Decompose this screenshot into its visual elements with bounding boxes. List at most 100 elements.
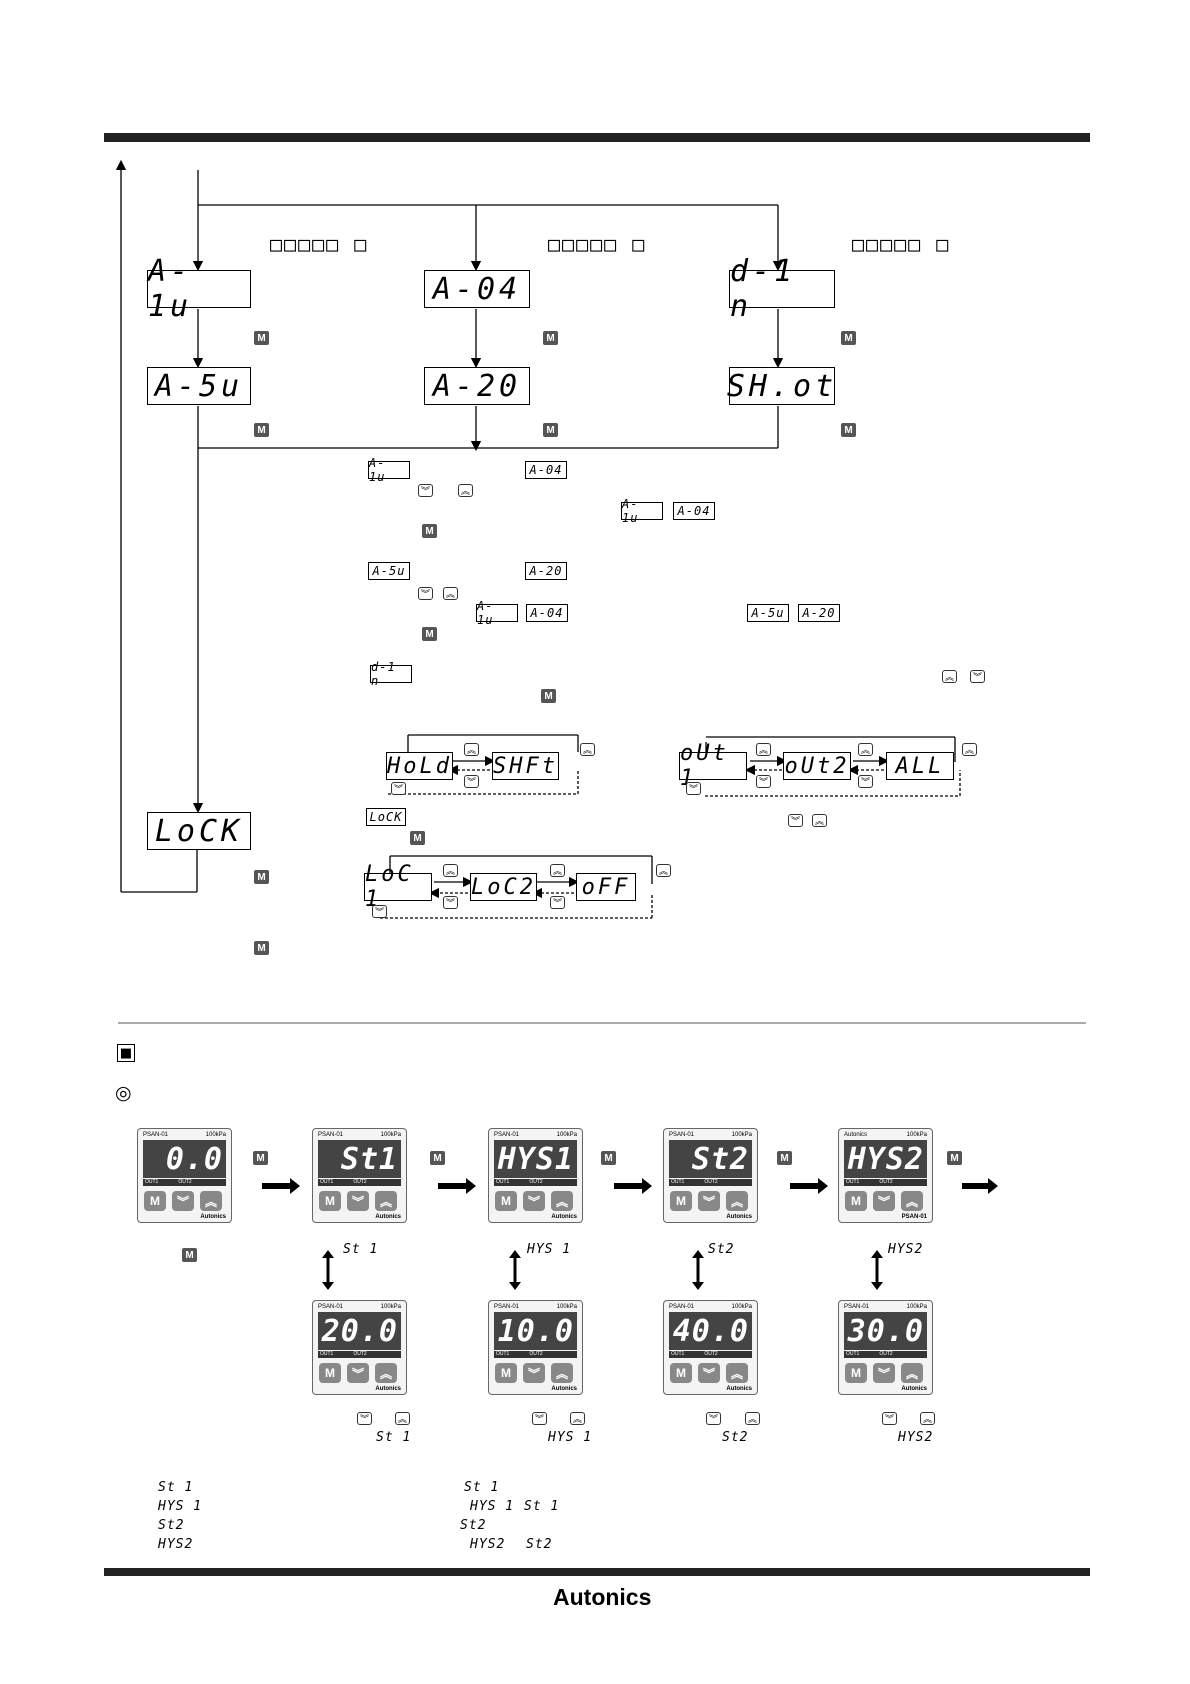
m-button[interactable]: M: [144, 1191, 166, 1211]
up-button[interactable]: ︽: [551, 1363, 573, 1383]
chain-loc2: LoC2: [470, 873, 537, 901]
chain-off: oFF: [576, 873, 636, 901]
header-bar: [104, 133, 1090, 142]
down-key-icon: ︾: [391, 782, 406, 795]
inline-a20: A-20: [798, 604, 840, 622]
inline-a04: A-04: [673, 502, 715, 520]
mode-digits-3: □□□□□ □: [852, 232, 951, 256]
down-button[interactable]: ︾: [698, 1363, 720, 1383]
inline-a1u: A- 1u: [621, 497, 663, 525]
down-button[interactable]: ︾: [873, 1191, 895, 1211]
up-button[interactable]: ︽: [901, 1191, 923, 1211]
up-key-icon: ︽: [570, 1412, 585, 1425]
device-screen: 10.0: [494, 1312, 577, 1350]
m-button[interactable]: M: [670, 1363, 692, 1383]
up-button[interactable]: ︽: [551, 1191, 573, 1211]
up-button[interactable]: ︽: [726, 1363, 748, 1383]
param-label: HYS2: [898, 1430, 934, 1445]
display-shot: SH.ot: [726, 367, 838, 405]
m-key-icon: M: [254, 870, 269, 884]
param-label: HYS 1: [527, 1242, 572, 1257]
up-key-icon: ︽: [656, 864, 671, 877]
up-button[interactable]: ︽: [375, 1191, 397, 1211]
device-screen: 20.0: [318, 1312, 401, 1350]
chain-all: ALL: [886, 752, 954, 780]
up-key-icon: ︽: [756, 743, 771, 756]
m-key-icon: M: [841, 331, 856, 345]
chain-hold: HoLd: [386, 752, 453, 780]
note-right: St2: [460, 1518, 487, 1533]
inline-a5u: A-5u: [747, 604, 789, 622]
down-button[interactable]: ︾: [698, 1191, 720, 1211]
m-button[interactable]: M: [495, 1363, 517, 1383]
down-key-icon: ︾: [532, 1412, 547, 1425]
device-screen: HYS1: [494, 1140, 577, 1178]
inline-a1u: A- 1u: [368, 456, 410, 484]
up-key-icon: ︽: [942, 670, 957, 683]
m-button[interactable]: M: [845, 1191, 867, 1211]
note-right: St 1: [464, 1480, 500, 1495]
up-key-icon: ︽: [443, 864, 458, 877]
chain-out1: oUt 1: [679, 741, 747, 791]
note-left: St 1: [158, 1480, 194, 1495]
m-key-icon: M: [601, 1151, 616, 1165]
down-button[interactable]: ︾: [523, 1191, 545, 1211]
down-button[interactable]: ︾: [347, 1191, 369, 1211]
down-key-icon: ︾: [858, 775, 873, 788]
down-key-icon: ︾: [970, 670, 985, 683]
note-right: HYS 1: [470, 1499, 515, 1514]
display-din: d-1 n: [729, 254, 835, 324]
m-button[interactable]: M: [495, 1191, 517, 1211]
down-key-icon: ︾: [464, 775, 479, 788]
down-key-icon: ︾: [550, 896, 565, 909]
note-right: HYS2: [470, 1537, 506, 1552]
param-label: HYS2: [888, 1242, 924, 1257]
up-key-icon: ︽: [464, 743, 479, 756]
down-key-icon: ︾: [686, 782, 701, 795]
m-key-icon: M: [541, 689, 556, 703]
note-left: St2: [158, 1518, 185, 1533]
m-key-icon: M: [777, 1151, 792, 1165]
m-key-icon: M: [841, 423, 856, 437]
m-button[interactable]: M: [319, 1363, 341, 1383]
down-button[interactable]: ︾: [523, 1363, 545, 1383]
down-button[interactable]: ︾: [873, 1363, 895, 1383]
m-button[interactable]: M: [319, 1191, 341, 1211]
up-button[interactable]: ︽: [200, 1191, 222, 1211]
down-key-icon: ︾: [372, 905, 387, 918]
up-button[interactable]: ︽: [901, 1363, 923, 1383]
display-lock: LoCK: [147, 812, 251, 850]
m-button[interactable]: M: [845, 1363, 867, 1383]
device-screen: 40.0: [669, 1312, 752, 1350]
device-screen: St1: [318, 1140, 401, 1178]
inline-a1u: A- 1u: [476, 599, 518, 627]
down-button[interactable]: ︾: [347, 1363, 369, 1383]
mode-digits-2: □□□□□ □: [548, 232, 647, 256]
m-key-icon: M: [947, 1151, 962, 1165]
param-label: St2: [722, 1430, 749, 1445]
up-key-icon: ︽: [550, 864, 565, 877]
inline-a04: A-04: [525, 461, 567, 479]
device-screen: 30.0: [844, 1312, 927, 1350]
up-key-icon: ︽: [443, 587, 458, 600]
chain-shift: SHFt: [492, 752, 559, 780]
inline-a04: A-04: [526, 604, 568, 622]
down-button[interactable]: ︾: [172, 1191, 194, 1211]
down-key-icon: ︾: [418, 587, 433, 600]
footer-brand-logo: Autonics: [553, 1584, 652, 1610]
down-key-icon: ︾: [882, 1412, 897, 1425]
chain-loc1: LoC 1: [364, 862, 432, 912]
up-button[interactable]: ︽: [726, 1191, 748, 1211]
m-key-icon: M: [430, 1151, 445, 1165]
m-key-icon: M: [422, 627, 437, 641]
down-key-icon: ︾: [357, 1412, 372, 1425]
up-button[interactable]: ︽: [375, 1363, 397, 1383]
m-key-icon: M: [253, 1151, 268, 1165]
display-a5u: A-5u: [147, 367, 251, 405]
m-button[interactable]: M: [670, 1191, 692, 1211]
